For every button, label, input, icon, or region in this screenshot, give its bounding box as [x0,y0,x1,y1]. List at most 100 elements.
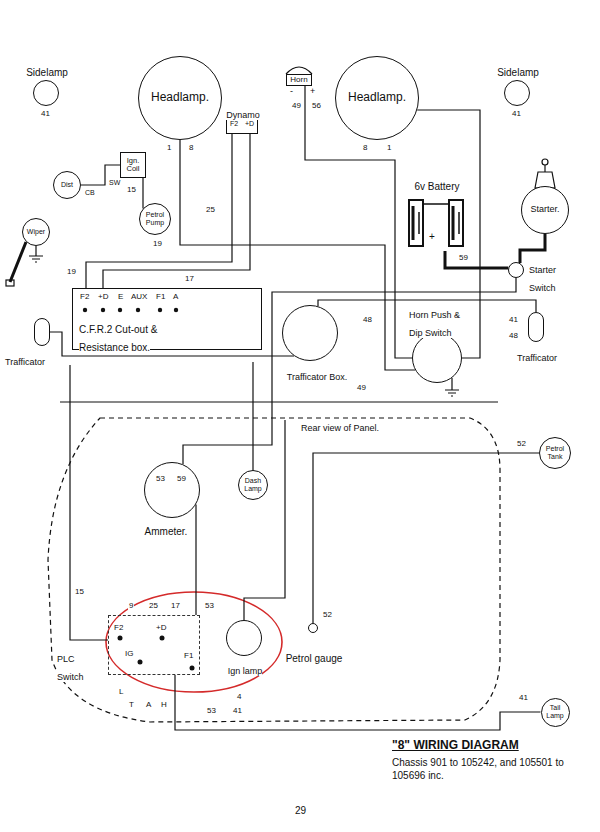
lamp-circle: Tail Lamp [541,698,570,727]
node-label: PLC Switch [57,654,84,682]
wire-number: 59 [458,254,469,262]
terminal-name: IG [124,650,134,658]
wire-number: 25 [148,602,159,610]
text-holder: Dynamo [217,104,269,122]
wire-number: 53 [204,602,215,610]
node-label: Sidelamp [497,67,539,78]
node-label: Dist [61,181,73,189]
red-highlight-ring [106,592,282,692]
trafficator-box: Trafficator Box. [282,305,338,361]
text-holder: Ign lamp [215,660,275,678]
terminal-name: F2 [113,624,124,632]
wire-connector [520,234,545,263]
terminal-dot [190,666,195,671]
coil-box: Ign. Coil [120,152,146,178]
starter-solenoid [542,159,548,165]
trafficator-switch: Trafficator [528,312,544,342]
panel-note: Rear view of Panel. [300,424,380,433]
node-label: Ammeter. [145,526,188,537]
terminal-dot [174,308,178,312]
terminal-name: F2 [229,120,239,127]
text-holder: Dist [61,181,73,189]
terminal-sign: - [289,87,294,96]
text-holder: Horn [290,76,307,85]
pump-circle: Petrol Pump [139,203,171,235]
terminal-name: E [117,293,124,301]
node-label: Dynamo [226,110,260,120]
wire-number: 19 [66,268,77,276]
page-number: 29 [294,806,307,816]
wire-number: 41 [518,694,529,702]
wire-connector [195,504,196,615]
terminal-dot [136,308,140,312]
terminal-dot [101,308,105,312]
wiper-arm [10,242,26,282]
wire-number: 48 [362,316,373,324]
terminal-dot [160,636,165,641]
text-holder: Ign. Coil [122,157,144,174]
node-label: Trafficator Box. [287,372,348,382]
node-label: Headlamp. [348,91,406,104]
terminal-name: CB [84,189,96,196]
diagram-title: "8" WIRING DIAGRAM [392,738,519,752]
gauge-terminal: Petrol gauge [308,623,318,633]
wire-connector [313,453,539,623]
battery-plate [419,204,459,234]
wire-number: 48 [508,332,519,340]
tank-unit: Petrol Tank [539,437,571,469]
lamp-circle: Sidelamp [33,80,59,106]
terminal-name: F1 [155,293,166,301]
trafficator-switch: Trafficator [34,318,50,346]
wire-number: 25 [205,206,216,214]
switch-circle: Horn Push & Dip Switch [412,333,462,383]
terminal-sign: + [428,232,436,242]
text-holder: Trafficator Box. [277,366,357,384]
terminal-dot [138,660,143,665]
wire-number: 41 [511,110,522,118]
wire-number: 8 [188,144,194,152]
node-label: Petrol Pump [143,211,168,226]
terminal-name: F1 [183,652,194,660]
terminal-number: 53 [155,475,166,483]
wire-connector [183,278,516,464]
starter-solenoid [544,165,545,172]
node-label: Dash Lamp [242,477,265,492]
node-label: Trafficator [5,357,45,367]
horn-dome [286,67,312,74]
wire-number: 15 [126,186,137,194]
ammeter-dial: Ammeter. [144,462,200,518]
wire-number: 41 [508,316,519,324]
text-holder: Starter Switch [529,259,569,294]
node-label: Starter. [530,205,559,215]
text-holder: Horn Push & Dip Switch [409,304,471,339]
terminal-number: 59 [176,475,187,483]
wire-number: 9 [128,602,134,610]
text-holder: Petrol Tank [543,445,568,460]
wire-number: 56 [311,102,322,110]
starter-switch: Starter Switch [508,262,524,278]
text-holder: 6v Battery [397,176,477,194]
wire-number: 49 [356,384,367,392]
wiper-motor: Wiper [22,218,50,246]
text-holder: Headlamp. [151,91,209,104]
text-holder: Tail Lamp [544,704,565,719]
diagram-caption: Chassis 901 to 105242, and 105501 to 105… [392,757,570,782]
wire-number: 19 [152,240,163,248]
terminal-name: F2 [79,293,90,301]
text-holder: Trafficator [507,347,567,365]
warning-lamp: Ign lamp [226,620,262,656]
wire-number: 41 [40,110,51,118]
node-label: Petrol Tank [543,445,568,460]
node-label: Trafficator [517,353,557,363]
node-label: Ign. Coil [122,157,144,174]
terminal-dot [83,308,87,312]
wire-connector [142,178,143,208]
text-holder: C.F.R.2 Cut-out & Resistance box. [79,319,209,354]
terminal-sign: + [309,87,316,96]
earth-symbol [29,246,43,262]
terminal-name: +D [244,120,255,127]
text-holder: Wiper [27,228,45,236]
lamp-circle: Headlamp. [335,56,419,140]
